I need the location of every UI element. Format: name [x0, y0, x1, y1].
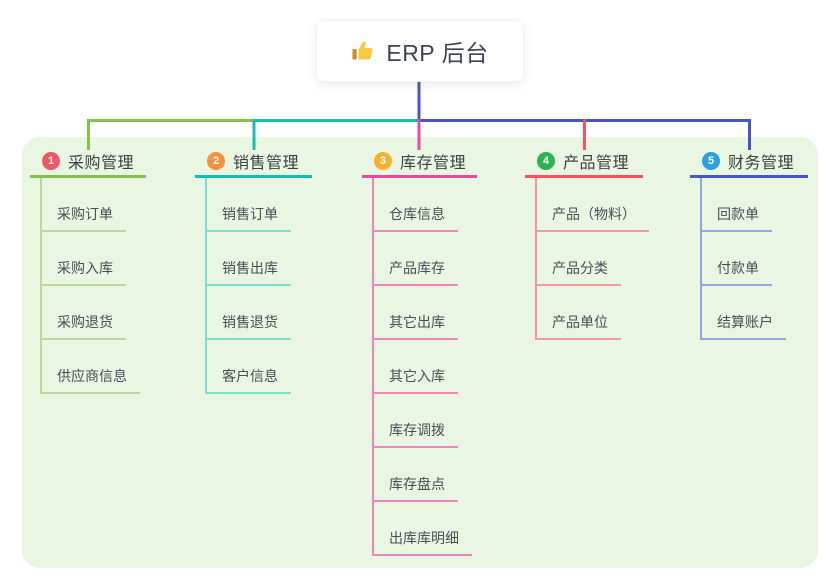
- branch-label: 采购管理: [68, 154, 135, 172]
- child-row: 结算账户: [702, 286, 786, 340]
- branch-sales-management: 2 销售管理 销售订单 销售出库 销售退货 客户信息: [195, 146, 365, 394]
- child-node[interactable]: 销售订单: [207, 204, 291, 232]
- branch-node-sales[interactable]: 2 销售管理: [195, 146, 312, 178]
- child-node[interactable]: 结算账户: [702, 312, 786, 340]
- branch-number-badge: 4: [537, 151, 555, 170]
- branch-children: 产品（物料） 产品分类 产品单位: [535, 178, 649, 340]
- branch-node-product[interactable]: 4 产品管理: [525, 146, 643, 178]
- child-row: 库存盘点: [374, 448, 472, 502]
- branch-node-purchase[interactable]: 1 采购管理: [30, 146, 146, 178]
- branches-background-panel: [22, 137, 818, 568]
- branch-children: 采购订单 采购入库 采购退货 供应商信息: [40, 178, 140, 394]
- branch-finance-management: 5 财务管理 回款单 付款单 结算账户: [690, 146, 839, 340]
- child-node[interactable]: 客户信息: [207, 366, 291, 394]
- child-node[interactable]: 供应商信息: [42, 366, 140, 394]
- root-node[interactable]: ERP 后台: [316, 20, 524, 82]
- child-row: 采购退货: [42, 286, 140, 340]
- child-node[interactable]: 采购订单: [42, 204, 126, 232]
- child-node[interactable]: 产品（物料）: [537, 204, 649, 232]
- child-node[interactable]: 出库库明细: [374, 528, 472, 556]
- child-node[interactable]: 销售出库: [207, 258, 291, 286]
- child-row: 采购订单: [42, 178, 140, 232]
- child-node[interactable]: 产品分类: [537, 258, 621, 286]
- branch-children: 销售订单 销售出库 销售退货 客户信息: [205, 178, 291, 394]
- child-row: 付款单: [702, 232, 786, 286]
- child-node[interactable]: 其它入库: [374, 366, 458, 394]
- branch-product-management: 4 产品管理 产品（物料） 产品分类 产品单位: [525, 146, 695, 340]
- child-row: 仓库信息: [374, 178, 472, 232]
- child-node[interactable]: 产品单位: [537, 312, 621, 340]
- root-node-label: ERP 后台: [386, 40, 489, 66]
- child-row: 销售订单: [207, 178, 291, 232]
- child-node[interactable]: 其它出库: [374, 312, 458, 340]
- child-node[interactable]: 付款单: [702, 258, 772, 286]
- child-row: 销售退货: [207, 286, 291, 340]
- branch-node-finance[interactable]: 5 财务管理: [690, 146, 808, 178]
- branch-label: 库存管理: [400, 154, 467, 172]
- child-node[interactable]: 仓库信息: [374, 204, 458, 232]
- child-row: 供应商信息: [42, 340, 140, 394]
- child-node[interactable]: 回款单: [702, 204, 772, 232]
- branch-number-badge: 3: [374, 151, 392, 170]
- child-node[interactable]: 销售退货: [207, 312, 291, 340]
- child-row: 库存调拨: [374, 394, 472, 448]
- child-row: 客户信息: [207, 340, 291, 394]
- child-row: 出库库明细: [374, 502, 472, 556]
- branch-label: 财务管理: [728, 154, 795, 172]
- branch-node-inventory[interactable]: 3 库存管理: [362, 146, 477, 178]
- child-node[interactable]: 库存盘点: [374, 474, 458, 502]
- child-row: 产品分类: [537, 232, 649, 286]
- branch-number-badge: 5: [702, 151, 720, 170]
- branch-children: 回款单 付款单 结算账户: [700, 178, 786, 340]
- branch-label: 销售管理: [233, 154, 300, 172]
- child-node[interactable]: 采购退货: [42, 312, 126, 340]
- child-row: 采购入库: [42, 232, 140, 286]
- branch-children: 仓库信息 产品库存 其它出库 其它入库 库存调拨 库存盘点 出库库明细: [372, 178, 472, 556]
- child-row: 产品库存: [374, 232, 472, 286]
- child-node[interactable]: 库存调拨: [374, 420, 458, 448]
- child-node[interactable]: 采购入库: [42, 258, 126, 286]
- child-row: 其它入库: [374, 340, 472, 394]
- child-row: 产品（物料）: [537, 178, 649, 232]
- branch-label: 产品管理: [563, 154, 630, 172]
- branch-number-badge: 2: [207, 151, 225, 170]
- branch-number-badge: 1: [42, 151, 60, 170]
- child-row: 销售出库: [207, 232, 291, 286]
- child-row: 产品单位: [537, 286, 649, 340]
- branch-purchase-management: 1 采购管理 采购订单 采购入库 采购退货 供应商信息: [30, 146, 200, 394]
- child-row: 回款单: [702, 178, 786, 232]
- child-row: 其它出库: [374, 286, 472, 340]
- branch-inventory-management: 3 库存管理 仓库信息 产品库存 其它出库 其它入库 库存调拨 库存盘点 出库库…: [362, 146, 532, 556]
- child-node[interactable]: 产品库存: [374, 258, 458, 286]
- thumbs-up-icon: [351, 39, 375, 63]
